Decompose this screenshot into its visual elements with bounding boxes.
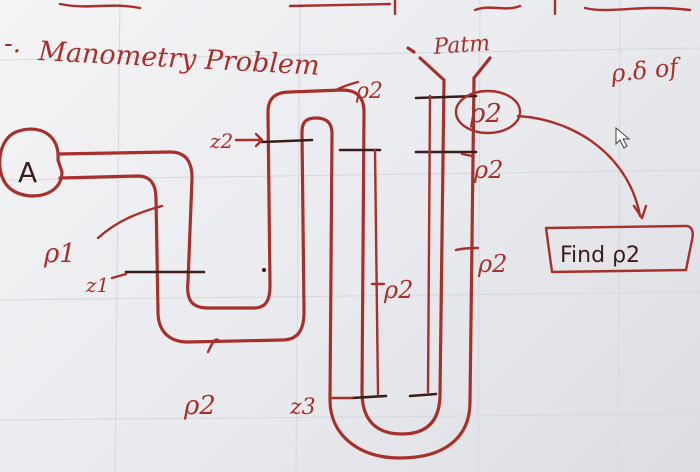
- label-rho2-center: ρ2: [383, 276, 413, 304]
- circled-rho2: ρ2: [454, 89, 522, 135]
- problem-title: Manometry Problem: [37, 36, 321, 82]
- left-leg-mouth: [418, 56, 446, 82]
- find-text: Find ρ2: [560, 243, 640, 268]
- open-end-left: [406, 46, 416, 54]
- reservoir-a: A: [0, 127, 64, 198]
- z3-marker: z3: [289, 395, 354, 420]
- cursor-icon: [615, 126, 631, 149]
- label-z1: z1: [85, 273, 109, 297]
- label-z3: z3: [289, 395, 316, 420]
- label-rho1: ρ1: [43, 239, 76, 269]
- label-rho2-circled: ρ2: [469, 99, 502, 129]
- level-marks: [124, 94, 478, 400]
- z1-marker: z1: [85, 272, 128, 297]
- label-patm: Patm: [432, 31, 491, 60]
- label-rho2-right-lower: ρ2: [477, 250, 507, 278]
- z2-marker: z2: [209, 129, 264, 153]
- find-box: Find ρ2: [544, 224, 694, 274]
- title-bullet: -.: [4, 29, 21, 59]
- leader-lines: [96, 80, 648, 354]
- reservoir-label: A: [18, 156, 37, 189]
- right-leg-mouth: [472, 56, 492, 80]
- label-rho2-top: ρ2: [355, 79, 383, 104]
- label-z2: z2: [209, 129, 233, 153]
- label-rho2-right-mid: ρ2: [473, 156, 503, 184]
- label-rho2-bend: ρ2: [183, 391, 216, 421]
- tube-outer-wall: [56, 78, 446, 436]
- tube-inner-wall: [58, 76, 476, 460]
- top-scribbles: [58, 0, 692, 16]
